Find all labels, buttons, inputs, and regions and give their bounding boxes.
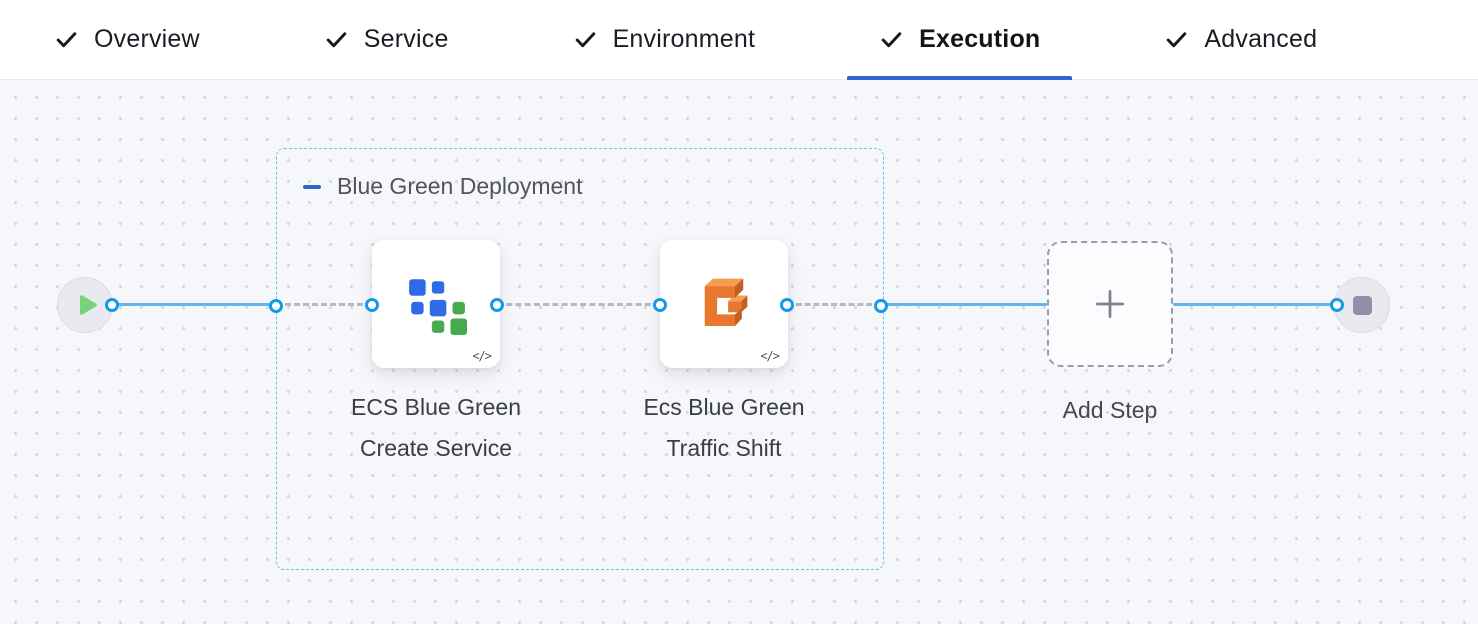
tab-environment[interactable]: Environment [541, 0, 788, 79]
step-label-line: Create Service [359, 435, 513, 461]
check-icon [324, 27, 349, 52]
tab-label: Advanced [1204, 25, 1318, 53]
connector-port[interactable] [105, 298, 119, 312]
check-icon [1164, 27, 1189, 52]
check-icon [879, 27, 904, 52]
edge-line [112, 303, 276, 306]
edge-line-dashed [497, 303, 660, 306]
edge-line-dashed [276, 303, 372, 306]
edge-line [1173, 303, 1337, 306]
tab-execution[interactable]: Execution [847, 0, 1073, 80]
connector-port[interactable] [874, 299, 888, 313]
step-label: Ecs Blue Green Traffic Shift [574, 387, 874, 469]
collapse-icon[interactable] [303, 184, 321, 189]
ecs-create-service-icon [405, 273, 467, 335]
step-label-line: ECS Blue Green [350, 394, 522, 420]
step-label-line: Ecs Blue Green [643, 394, 805, 420]
stage-group-blue-green-deployment: Blue Green Deployment [276, 148, 884, 570]
check-icon [573, 27, 598, 52]
connector-port[interactable] [269, 299, 283, 313]
edge-line [881, 303, 1047, 306]
step-node-ecs-blue-green-create-service[interactable]: </> [372, 240, 500, 368]
tab-label: Service [363, 25, 449, 53]
tab-advanced[interactable]: Advanced [1132, 0, 1349, 79]
connector-port[interactable] [1330, 298, 1344, 312]
step-label-line: Traffic Shift [666, 435, 782, 461]
plus-icon [1091, 285, 1129, 323]
tab-bar: Overview Service Environment Execution A… [0, 0, 1478, 80]
step-node-ecs-blue-green-traffic-shift[interactable]: </> [660, 240, 788, 368]
tab-overview[interactable]: Overview [22, 0, 232, 79]
add-step-label: Add Step [1062, 397, 1158, 423]
code-badge: </> [760, 349, 780, 363]
connector-port[interactable] [780, 298, 794, 312]
step-label: ECS Blue Green Create Service [286, 387, 586, 469]
tab-label: Execution [919, 25, 1041, 53]
tab-label: Overview [94, 25, 200, 53]
code-badge: </> [472, 349, 492, 363]
group-title: Blue Green Deployment [337, 173, 583, 199]
check-icon [54, 27, 79, 52]
aws-ecs-icon [691, 271, 757, 337]
connector-port[interactable] [490, 298, 504, 312]
stop-icon [1352, 295, 1372, 315]
edge-line-dashed [787, 303, 881, 306]
connector-port[interactable] [365, 298, 379, 312]
tab-service[interactable]: Service [292, 0, 481, 79]
pipeline-canvas: Blue Green Deployment [0, 80, 1478, 624]
group-header: Blue Green Deployment [303, 173, 582, 200]
add-step-button[interactable] [1047, 241, 1173, 367]
tab-label: Environment [612, 25, 756, 53]
connector-port[interactable] [653, 298, 667, 312]
play-icon [74, 292, 100, 318]
pipeline-start-node [57, 277, 113, 333]
